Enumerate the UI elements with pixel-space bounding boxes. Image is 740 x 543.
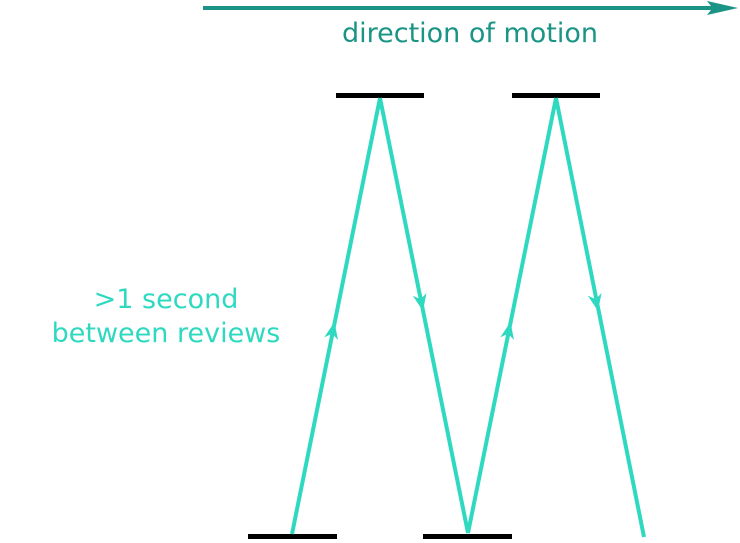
up-arrowhead-1 [324,322,339,341]
trajectory-leg-up-1 [290,97,382,535]
interval-label-line1: >1 second [94,284,239,315]
top-level-bar-1 [336,93,424,98]
direction-of-motion-label: direction of motion [342,18,598,49]
direction-arrow-head [707,1,738,15]
up-arrowhead-2 [500,322,515,341]
trajectory-leg-down-1 [378,97,470,534]
down-arrowhead-1 [412,292,427,311]
down-arrowhead-2 [587,292,602,311]
interval-label-line2: between reviews [52,318,281,349]
trajectory-leg-up-2 [466,97,558,534]
top-level-bar-2 [512,93,600,98]
direction-arrow [203,1,738,15]
bottom-level-bar-2 [423,534,512,539]
trajectory-leg-down-2 [554,97,646,538]
bottom-level-bar-1 [248,534,337,539]
